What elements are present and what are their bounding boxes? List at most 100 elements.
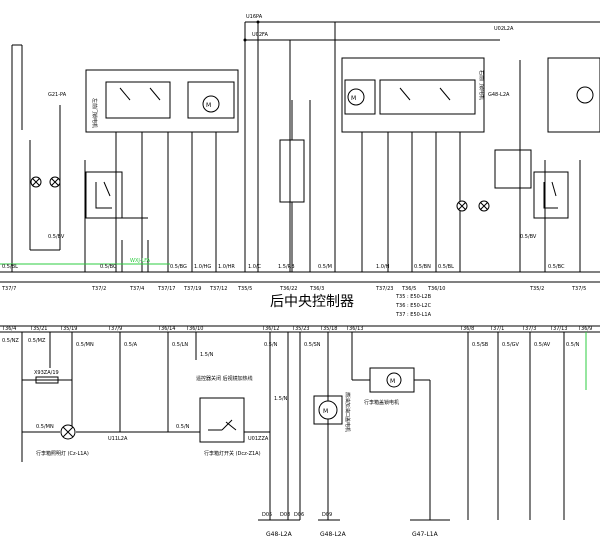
code-label: X93ZA/19 bbox=[34, 370, 59, 376]
upper-circuits: M 左前门锁电机 M 右前门锁电机 bbox=[0, 20, 600, 283]
connector-label: T35/19 bbox=[59, 326, 77, 332]
wire-label: 0.5/BC bbox=[100, 264, 117, 270]
wire-label: 1.0/C bbox=[248, 264, 262, 270]
top-wire-label: U16PA bbox=[246, 14, 263, 20]
wire-label: 0.5/BV bbox=[48, 234, 65, 240]
controller-title: 后中央控制器 bbox=[270, 294, 354, 310]
connector-label: T36/13 bbox=[345, 326, 363, 332]
wire-label: 0.5/BG bbox=[170, 264, 187, 270]
connector-label: T36/14 bbox=[157, 326, 175, 332]
lamp1-label: 行李箱照明灯 (Cz-L1A) bbox=[36, 450, 89, 457]
switch1-label: 行李箱灯开关 (Dcz-Z1A) bbox=[204, 450, 261, 457]
code-label: D09 bbox=[322, 512, 332, 518]
connector-label: T37/17 bbox=[157, 286, 175, 292]
code-label: D08 bbox=[280, 512, 290, 518]
wire-label: 1.5/N bbox=[274, 396, 288, 402]
controller-block: 后中央控制器 T35 : E50-L2B T36 : E50-L2C T37 :… bbox=[270, 294, 432, 318]
top-wire-label: G21-PA bbox=[48, 92, 67, 98]
connector-label: T35/23 bbox=[291, 326, 309, 332]
controller-code: T37 : E50-L1A bbox=[395, 312, 432, 318]
connector-label: T36/12 bbox=[261, 326, 279, 332]
wire-label: 0.5/BL bbox=[2, 264, 18, 270]
wire-label: 1.0/HR bbox=[218, 264, 235, 270]
wire-label: 1.0/HG bbox=[194, 264, 211, 270]
connector-label: T37/4 bbox=[129, 286, 144, 292]
wire-label: 0.5/BV bbox=[520, 234, 537, 240]
top-wire-label: G48-L2A bbox=[488, 92, 510, 98]
code-label: U11L2A bbox=[108, 436, 128, 442]
svg-text:M: M bbox=[323, 408, 328, 415]
wire-label: 0.5/BN bbox=[414, 264, 431, 270]
connector-label: T36/4 bbox=[1, 326, 16, 332]
connector-label: T35/2 bbox=[529, 286, 544, 292]
wire-label: 1.0/H bbox=[376, 264, 390, 270]
controller-code: T36 : E50-L2C bbox=[395, 303, 432, 309]
connector-label: T37/5 bbox=[571, 286, 586, 292]
code-label: D06 bbox=[294, 512, 304, 518]
ground-labels: G48-L2A G48-L2A G47-L1A bbox=[266, 531, 439, 538]
connector-label: T36/10 bbox=[185, 326, 203, 332]
controller-code: T35 : E50-L2B bbox=[395, 294, 432, 300]
connector-label: T36/5 bbox=[401, 286, 416, 292]
svg-text:WXJ-LFA: WXJ-LFA bbox=[130, 258, 151, 264]
wire-label: 0.5/NZ bbox=[2, 338, 19, 344]
connector-label: T35/21 bbox=[29, 326, 47, 332]
connector-label: T37/3 bbox=[521, 326, 536, 332]
connector-label: T37/19 bbox=[183, 286, 201, 292]
connector-label: T37/12 bbox=[209, 286, 227, 292]
motor-vert-label: 燃油加油口盖电机 bbox=[344, 392, 351, 432]
lower-codes: X93ZA/19 U11L2A U01ZZA D05 D08 D06 D09 bbox=[34, 370, 332, 518]
connector-label: T35/5 bbox=[237, 286, 252, 292]
connector-label: T35/18 bbox=[319, 326, 337, 332]
top-wire-label: U02FA bbox=[252, 32, 268, 38]
connector-label: T37/7 bbox=[1, 286, 16, 292]
wire-label: 0.5/BL bbox=[438, 264, 454, 270]
ground-label: G48-L2A bbox=[320, 531, 347, 538]
ground-label: G48-L2A bbox=[266, 531, 293, 538]
wire-label: 0.5/A bbox=[124, 342, 138, 348]
wire-label: 0.5/N bbox=[176, 424, 190, 430]
wire-label: 0.5/N bbox=[566, 342, 580, 348]
wire-label: 0.5/BC bbox=[548, 264, 565, 270]
wire-label: 0.5/N bbox=[264, 342, 278, 348]
wire-label: 1.5/RB bbox=[278, 264, 295, 270]
connector-label: T37/1 bbox=[489, 326, 504, 332]
svg-text:右前门锁电机: 右前门锁电机 bbox=[478, 70, 485, 100]
wire-label: 0.5/LN bbox=[172, 342, 188, 348]
svg-text:左前门锁电机: 左前门锁电机 bbox=[91, 98, 98, 128]
wire-label: 0.5/SB bbox=[472, 342, 489, 348]
lower-connectors: T36/4 T35/21 T35/19 T37/9 T36/14 T36/10 … bbox=[1, 326, 592, 332]
lower-circuits: 行李箱照明灯 (Cz-L1A) 行李箱灯开关 (Dcz-Z1A) 遥控器关闭 后… bbox=[0, 325, 600, 521]
wire-label: 0.5/MN bbox=[76, 342, 94, 348]
wire-label: 1.5/N bbox=[200, 352, 214, 358]
wire-label: 0.5/SN bbox=[304, 342, 321, 348]
wire-label: 0.5/M bbox=[318, 264, 332, 270]
code-label: U01ZZA bbox=[248, 436, 269, 442]
svg-text:M: M bbox=[390, 378, 395, 385]
mid-connectors: T37/7 T37/2 T37/4 T37/17 T37/19 T37/12 T… bbox=[1, 286, 586, 292]
connector-label: T36/9 bbox=[577, 326, 592, 332]
code-label: D05 bbox=[262, 512, 272, 518]
connector-label: T37/2 bbox=[91, 286, 106, 292]
connector-label: T37/9 bbox=[107, 326, 122, 332]
connector-label: T36/10 bbox=[427, 286, 445, 292]
wire-label: 0.5/GV bbox=[502, 342, 520, 348]
ground-label: G47-L1A bbox=[412, 531, 439, 538]
note1-label: 遥控器关闭 后视镜加热线 bbox=[196, 375, 253, 382]
connector-label: T36/22 bbox=[279, 286, 297, 292]
connector-label: T37/23 bbox=[375, 286, 393, 292]
wire-label: 0.5/MZ bbox=[28, 338, 46, 344]
top-wire-labels: U16PA U02FA U02L2A G21-PA G48-L2A bbox=[48, 14, 514, 98]
wire-label: 0.5/AV bbox=[534, 342, 551, 348]
wire-label: 0.5/MN bbox=[36, 424, 54, 430]
motor-box-label: 行李箱盖锁电机 bbox=[364, 399, 399, 406]
svg-text:M: M bbox=[206, 102, 211, 109]
connector-label: T37/13 bbox=[549, 326, 567, 332]
connector-label: T36/3 bbox=[309, 286, 324, 292]
mid-wire-labels: 0.5/BL 0.5/BV 0.5/BC 0.5/BG 1.0/HG 1.0/H… bbox=[2, 234, 565, 270]
top-wire-label: U02L2A bbox=[494, 26, 514, 32]
lower-wire-labels: 0.5/NZ 0.5/MZ 0.5/MN 0.5/A 0.5/LN 1.5/N … bbox=[2, 338, 580, 430]
connector-label: T36/8 bbox=[459, 326, 474, 332]
svg-text:M: M bbox=[351, 95, 356, 102]
